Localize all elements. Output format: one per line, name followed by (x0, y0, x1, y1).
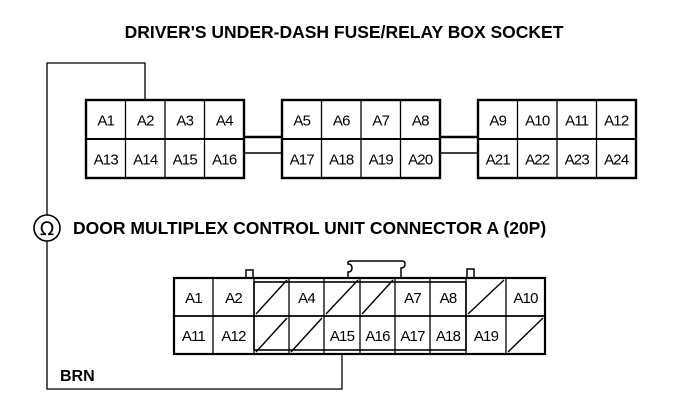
socket-terminal-label: A3 (176, 113, 193, 130)
socket-terminal-label: A24 (604, 152, 629, 169)
socket-terminal-label: A12 (604, 113, 629, 130)
ohmmeter-icon: Ω (33, 214, 61, 242)
connector-terminal-label: A1 (185, 290, 202, 307)
socket-terminal-label: A1 (97, 113, 114, 130)
socket-terminal-label: A13 (94, 152, 119, 169)
wire-segment-lower (46, 241, 343, 390)
socket-terminal-label: A10 (525, 113, 550, 130)
socket-terminal-label: A4 (216, 113, 233, 130)
connector-terminal-label: A17 (400, 328, 425, 345)
connector-terminal-label: A18 (436, 328, 461, 345)
socket-title: DRIVER'S UNDER-DASH FUSE/RELAY BOX SOCKE… (125, 22, 564, 42)
socket-terminal-label: A16 (212, 152, 237, 169)
socket-terminal-label: A11 (565, 113, 589, 130)
test-wire (46, 62, 343, 390)
socket-terminal-label: A21 (486, 152, 511, 169)
connector-title: DOOR MULTIPLEX CONTROL UNIT CONNECTOR A … (73, 218, 546, 238)
socket-terminal-label: A19 (369, 152, 394, 169)
socket-terminal-label: A2 (137, 113, 154, 130)
socket-terminal-label: A22 (525, 152, 550, 169)
connector-tab-left (245, 269, 254, 279)
connector-terminal-label: A4 (298, 290, 315, 307)
connector-terminal-label: A7 (404, 290, 421, 307)
connector-terminal-label: A2 (225, 290, 242, 307)
socket-links (244, 135, 478, 154)
socket-terminal-label: A8 (412, 113, 429, 130)
socket-terminal-label: A20 (408, 152, 433, 169)
wire-color-label: BRN (60, 368, 95, 385)
socket-terminal-label: A7 (372, 113, 389, 130)
connector-latch (347, 260, 406, 278)
socket-terminal-label: A6 (333, 113, 350, 130)
socket-terminal-label: A18 (329, 152, 354, 169)
socket-terminal-label: A23 (565, 152, 590, 169)
empty-cavity-mark (467, 279, 505, 315)
connector-terminal-label: A10 (513, 290, 538, 307)
empty-cavity-mark (507, 317, 544, 353)
socket-terminal-label: A9 (489, 113, 506, 130)
socket-terminal-label: A15 (173, 152, 198, 169)
empty-cavity-mark (255, 279, 288, 315)
ohm-symbol: Ω (40, 218, 55, 240)
socket-terminal-label: A5 (293, 113, 310, 130)
empty-cavity-mark (361, 279, 394, 315)
connector-terminal-label: A12 (221, 328, 246, 345)
connector-terminal-label: A8 (440, 290, 457, 307)
wire-segment-upper (46, 62, 146, 215)
connector-tab-right (466, 268, 475, 279)
connector-terminal-label: A11 (182, 328, 206, 345)
empty-cavity-mark (325, 279, 359, 315)
empty-cavity-mark (290, 317, 323, 353)
connector-terminal-label: A16 (365, 328, 390, 345)
connector-terminal-label: A19 (474, 328, 499, 345)
socket-terminal-label: A17 (290, 152, 315, 169)
connector-terminal-label: A15 (330, 328, 355, 345)
socket-terminal-label: A14 (133, 152, 158, 169)
empty-cavity-mark (255, 317, 288, 353)
